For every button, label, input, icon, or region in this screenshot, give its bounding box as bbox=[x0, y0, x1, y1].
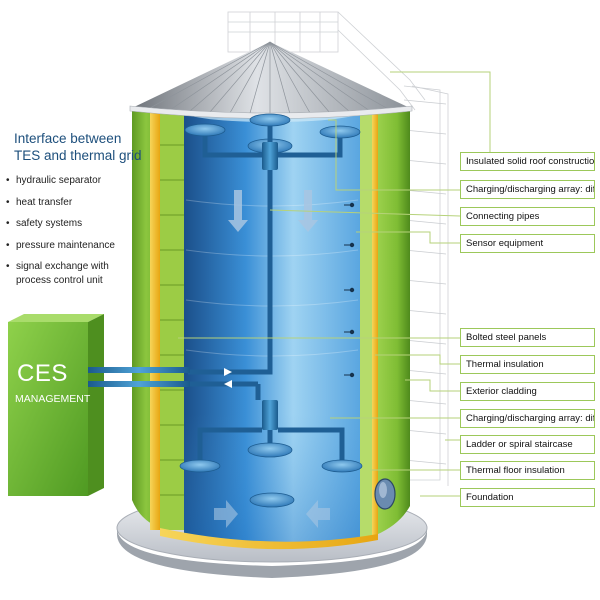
staircase-rungs bbox=[403, 99, 447, 465]
label-ladder-staircase: Ladder or spiral staircase bbox=[460, 435, 595, 454]
flow-arrows-io bbox=[224, 368, 232, 388]
interface-item: hydraulic separator bbox=[6, 174, 115, 188]
label-exterior-cladding: Exterior cladding bbox=[460, 382, 595, 401]
ces-management-box bbox=[8, 314, 104, 496]
label-connecting-pipes: Connecting pipes bbox=[460, 207, 595, 226]
label-insulated-roof: Insulated solid roof construction bbox=[460, 152, 595, 171]
label-sensor-equipment: Sensor equipment bbox=[460, 234, 595, 253]
bolted-steel-panels-right bbox=[360, 110, 372, 540]
ces-connection-pipes bbox=[88, 367, 190, 387]
porthole bbox=[374, 478, 396, 510]
ces-title: CES bbox=[17, 360, 68, 387]
label-thermal-insulation: Thermal insulation bbox=[460, 355, 595, 374]
label-top-diffusors: Charging/discharging array: diffusors bbox=[460, 180, 595, 199]
insulated-roof bbox=[129, 41, 413, 119]
interface-list: hydraulic separator heat transfer safety… bbox=[6, 174, 115, 288]
thermal-floor-insulation bbox=[160, 528, 378, 550]
interface-item: heat transfer bbox=[6, 196, 115, 210]
label-bolted-steel-panels: Bolted steel panels bbox=[460, 328, 595, 347]
thermal-insulation-left bbox=[150, 110, 160, 530]
interface-item: safety systems bbox=[6, 217, 115, 231]
interface-title-line2: TES and thermal grid bbox=[14, 148, 142, 163]
label-thermal-floor-insulation: Thermal floor insulation bbox=[460, 461, 595, 480]
exterior-cladding-right bbox=[378, 106, 410, 534]
connecting-pipes bbox=[188, 170, 273, 400]
thermal-insulation-right bbox=[372, 108, 378, 538]
bolted-steel-panels-left bbox=[160, 112, 184, 530]
ces-subtitle: MANAGEMENT bbox=[15, 393, 91, 405]
interface-item: pressure maintenance bbox=[6, 239, 115, 253]
bottom-diffusor-array bbox=[179, 400, 363, 508]
label-foundation: Foundation bbox=[460, 488, 595, 507]
top-diffusor-array bbox=[184, 113, 361, 170]
label-bottom-diffusors: Charging/discharging array: diffusors bbox=[460, 409, 595, 428]
interface-title: Interface between TES and thermal grid bbox=[14, 130, 154, 164]
interface-title-line1: Interface between bbox=[14, 131, 122, 146]
sensor-equipment bbox=[344, 202, 355, 378]
